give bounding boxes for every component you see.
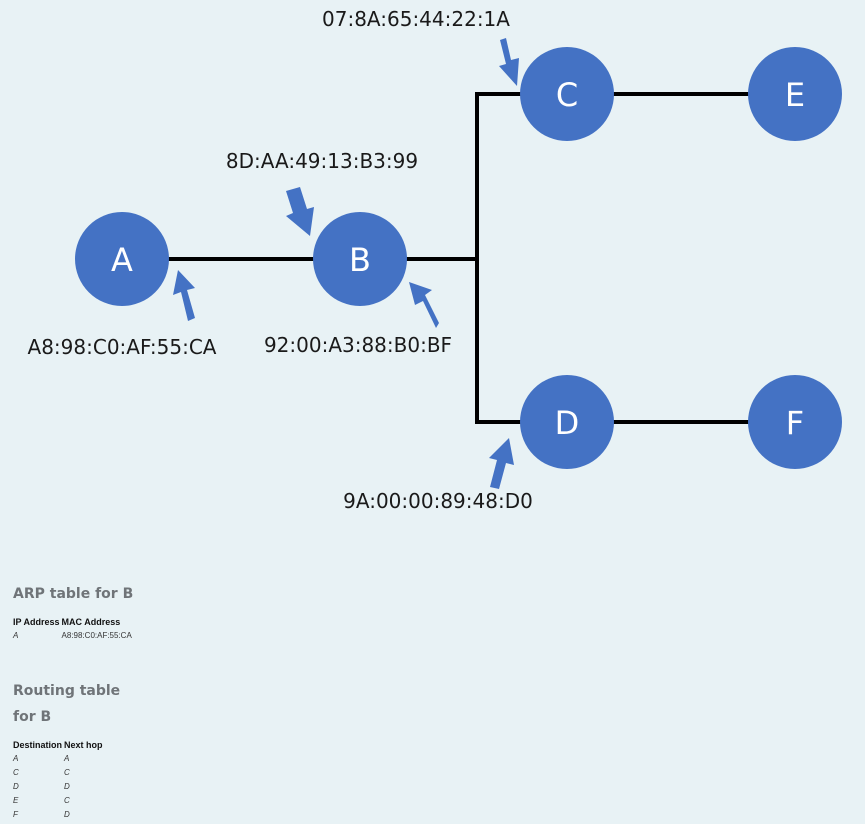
arrow-icon [173, 270, 195, 321]
next-hop-cell: C [64, 795, 70, 805]
link-b-d [475, 259, 522, 424]
arrow-icon [409, 282, 439, 328]
destination-cell: D [13, 781, 19, 791]
mac-label-c: 07:8A:65:44:22:1A [322, 7, 510, 31]
routing-table: Destination Next hop A A C C D D E C F [13, 739, 105, 821]
arp-table-title: ARP table for B [13, 586, 134, 602]
table-header-row: IP Address MAC Address [13, 616, 132, 628]
node-label: A [111, 241, 133, 279]
table-row: D D [13, 779, 105, 793]
destination-cell: C [13, 767, 19, 777]
mac-label-b-right: 92:00:A3:88:B0:BF [264, 333, 452, 357]
arrow-icon [499, 38, 519, 86]
node-c[interactable]: C [520, 47, 614, 141]
next-hop-cell: C [64, 767, 70, 777]
nodes: A B C D E F [75, 47, 842, 469]
arrow-icon [286, 187, 314, 236]
node-e[interactable]: E [748, 47, 842, 141]
column-header: MAC Address [61, 617, 121, 627]
next-hop-cell: D [64, 781, 70, 791]
links [168, 92, 750, 424]
node-f[interactable]: F [748, 375, 842, 469]
node-label: D [555, 404, 580, 442]
routing-table-title-line2: for B [13, 709, 52, 725]
table-row: A A [13, 751, 105, 765]
network-diagram: A B C D E F A8:98:C0:AF:55:CA 8D:AA:49:1… [28, 7, 842, 513]
table-row: E C [13, 793, 105, 807]
table-row: C C [13, 765, 105, 779]
node-label: B [349, 241, 371, 279]
mac-label-d: 9A:00:00:89:48:D0 [343, 489, 533, 513]
table-header-row: Destination Next hop [13, 739, 105, 751]
node-label: F [786, 404, 804, 442]
mac-labels: A8:98:C0:AF:55:CA 8D:AA:49:13:B3:99 92:0… [28, 7, 533, 513]
routing-table-title: Routing table [13, 683, 121, 699]
column-header: Destination [13, 740, 63, 750]
node-b[interactable]: B [313, 212, 407, 306]
column-header: IP Address [13, 617, 60, 627]
mac-cell: A8:98:C0:AF:55:CA [61, 630, 132, 640]
node-d[interactable]: D [520, 375, 614, 469]
mac-label-b-left: 8D:AA:49:13:B3:99 [226, 149, 418, 173]
column-header: Next hop [64, 740, 103, 750]
destination-cell: F [13, 809, 18, 819]
node-label: E [785, 76, 805, 114]
next-hop-cell: D [64, 809, 70, 819]
node-label: C [556, 76, 578, 114]
destination-cell: E [13, 795, 19, 805]
arrow-icon [489, 438, 514, 489]
link-b-c [406, 92, 522, 261]
destination-cell: A [13, 753, 19, 763]
arrows [173, 38, 519, 489]
ip-cell: A [13, 630, 19, 640]
table-row: F D [13, 807, 105, 821]
mac-label-a: A8:98:C0:AF:55:CA [28, 335, 217, 359]
node-a[interactable]: A [75, 212, 169, 306]
arp-table: IP Address MAC Address A A8:98:C0:AF:55:… [13, 616, 132, 642]
table-row: A A8:98:C0:AF:55:CA [13, 628, 132, 642]
next-hop-cell: A [64, 753, 70, 763]
